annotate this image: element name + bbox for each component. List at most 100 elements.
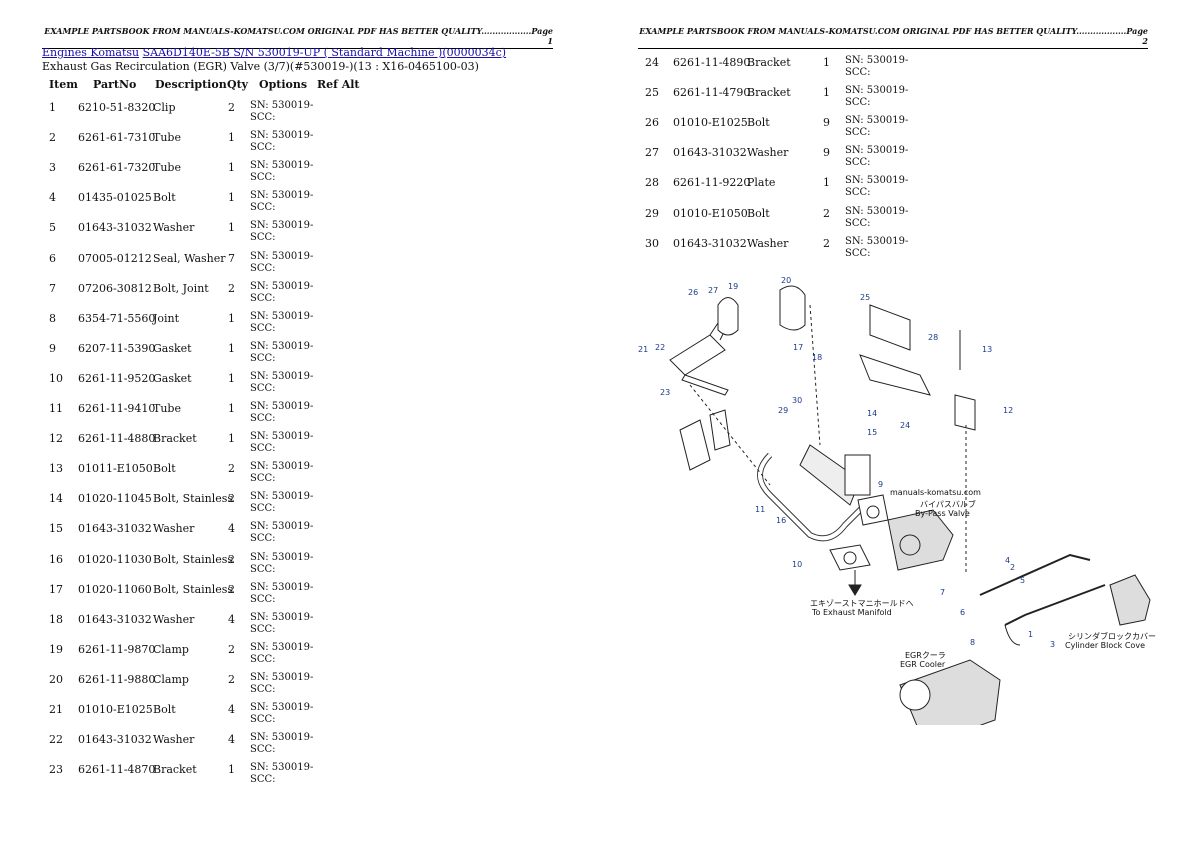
cell-item: 17 xyxy=(49,582,63,596)
cell-qty: 1 xyxy=(228,191,235,205)
cell-partno: 07005-01212 xyxy=(78,251,152,265)
cell-partno: 6207-11-5390 xyxy=(78,341,156,355)
cell-partno: 01643-31032 xyxy=(78,221,152,235)
cell-desc: Bracket xyxy=(747,56,791,69)
col-options: Options xyxy=(259,78,308,91)
cell-qty: 1 xyxy=(228,131,235,145)
cell-qty: 7 xyxy=(228,251,235,265)
callout-16: 16 xyxy=(776,516,786,525)
cell-item: 29 xyxy=(645,206,659,220)
cell-options: SN: 530019-SCC: xyxy=(845,85,909,109)
breadcrumb-link-engines[interactable]: Engines Komatsu xyxy=(42,46,140,59)
cell-desc: Bolt, Joint xyxy=(153,281,209,295)
cell-partno: 07206-30812 xyxy=(78,281,152,295)
cell-partno: 01643-31032 xyxy=(78,733,152,747)
cell-qty: 1 xyxy=(823,56,830,69)
cell-partno: 6261-61-7310 xyxy=(78,131,156,145)
callout-27: 27 xyxy=(708,286,718,295)
page1-header: EXAMPLE PARTSBOOK FROM MANUALS-KOMATSU.C… xyxy=(42,26,553,49)
callout-24: 24 xyxy=(900,421,910,430)
callout-30: 30 xyxy=(792,396,802,405)
cell-desc: Bolt xyxy=(747,206,770,220)
cell-partno: 01435-01025 xyxy=(78,191,152,205)
cell-item: 15 xyxy=(49,522,63,536)
cell-desc: Washer xyxy=(153,733,195,747)
cell-options: SN: 530019-SCC: xyxy=(250,671,314,695)
cell-options: SN: 530019-SCC: xyxy=(250,762,314,786)
cell-desc: Gasket xyxy=(153,371,192,385)
cell-partno: 01010-E1050 xyxy=(673,206,748,220)
callout-19: 19 xyxy=(728,282,738,291)
cell-item: 1 xyxy=(49,101,56,114)
cell-item: 7 xyxy=(49,281,56,295)
cell-item: 5 xyxy=(49,221,56,235)
cell-options: SN: 530019-SCC: xyxy=(250,491,314,515)
cell-qty: 2 xyxy=(228,492,235,506)
cell-options: SN: 530019-SCC: xyxy=(250,641,314,665)
callout-6: 6 xyxy=(960,608,965,617)
callout-10: 10 xyxy=(792,560,802,569)
cell-desc: Washer xyxy=(153,221,195,235)
cell-partno: 01011-E1050 xyxy=(78,462,153,476)
callout-25: 25 xyxy=(860,293,870,302)
cell-qty: 2 xyxy=(228,582,235,596)
cell-item: 16 xyxy=(49,552,63,566)
cell-desc: Washer xyxy=(747,146,789,160)
callout-14: 14 xyxy=(867,409,877,418)
cell-options: SN: 530019-SCC: xyxy=(845,205,909,229)
cell-options: SN: 530019-SCC: xyxy=(250,521,314,545)
cell-options: SN: 530019-SCC: xyxy=(845,115,909,139)
cell-qty: 2 xyxy=(228,462,235,476)
cell-partno: 01643-31032 xyxy=(78,612,152,626)
bypass-label-en: By-Pass Valve xyxy=(915,509,970,518)
cell-desc: Washer xyxy=(747,236,789,250)
cell-qty: 2 xyxy=(823,206,830,220)
cell-qty: 1 xyxy=(823,86,830,100)
cell-qty: 1 xyxy=(228,161,235,175)
cell-qty: 1 xyxy=(228,221,235,235)
cell-desc: Plate xyxy=(747,176,776,190)
cell-desc: Bolt xyxy=(747,116,770,130)
cell-qty: 4 xyxy=(228,733,235,747)
bypass-label-jp: バイパスバルブ xyxy=(920,499,976,509)
callout-18: 18 xyxy=(812,353,822,362)
cell-desc: Clamp xyxy=(153,672,189,686)
breadcrumb-link-model[interactable]: SAA6D140E-5B S/N 530019-UP ( Standard Ma… xyxy=(142,46,507,59)
cell-item: 12 xyxy=(49,432,63,446)
cell-item: 4 xyxy=(49,191,56,205)
cell-item: 22 xyxy=(49,733,63,747)
cell-item: 3 xyxy=(49,161,56,175)
cell-item: 25 xyxy=(645,86,659,100)
cell-qty: 1 xyxy=(228,311,235,325)
cell-partno: 6261-11-9880 xyxy=(78,672,156,686)
cell-desc: Bracket xyxy=(153,432,197,446)
cell-options: SN: 530019-SCC: xyxy=(845,145,909,169)
cell-qty: 1 xyxy=(823,176,830,190)
cell-options: SN: 530019-SCC: xyxy=(250,702,314,725)
breadcrumb: Engines Komatsu SAA6D140E-5B S/N 530019-… xyxy=(42,46,506,59)
col-qty: Qty xyxy=(227,78,249,91)
cell-options: SN: 530019-SCC: xyxy=(845,175,909,199)
cell-item: 20 xyxy=(49,672,63,686)
cell-partno: 01020-11060 xyxy=(78,582,152,596)
cell-desc: Tube xyxy=(153,161,181,175)
cell-options: SN: 530019-SCC: xyxy=(250,431,314,455)
cell-desc: Bolt, Stainless xyxy=(153,582,234,596)
page-subtitle: Exhaust Gas Recirculation (EGR) Valve (3… xyxy=(42,60,479,73)
cell-qty: 1 xyxy=(228,763,235,777)
cell-options: SN: 530019-SCC: xyxy=(250,160,314,184)
cell-item: 19 xyxy=(49,642,63,656)
cell-options: SN: 530019-SCC: xyxy=(250,100,314,123)
cell-options: SN: 530019-SCC: xyxy=(250,250,314,274)
cell-desc: Bolt, Stainless xyxy=(153,492,234,506)
cell-desc: Bracket xyxy=(747,86,791,100)
callout-22: 22 xyxy=(655,343,665,352)
cell-partno: 6261-11-9410 xyxy=(78,402,156,415)
diagram-callouts: 1 2 3 4 5 6 7 8 9 10 11 12 13 14 15 16 1… xyxy=(638,276,1055,649)
cell-partno: 6261-61-7320 xyxy=(78,161,156,175)
cell-desc: Bolt xyxy=(153,703,176,716)
cell-partno: 6261-11-4880 xyxy=(78,432,156,446)
callout-26: 26 xyxy=(688,288,698,297)
cell-options: SN: 530019-SCC: xyxy=(250,581,314,605)
cell-desc: Bolt xyxy=(153,191,176,205)
